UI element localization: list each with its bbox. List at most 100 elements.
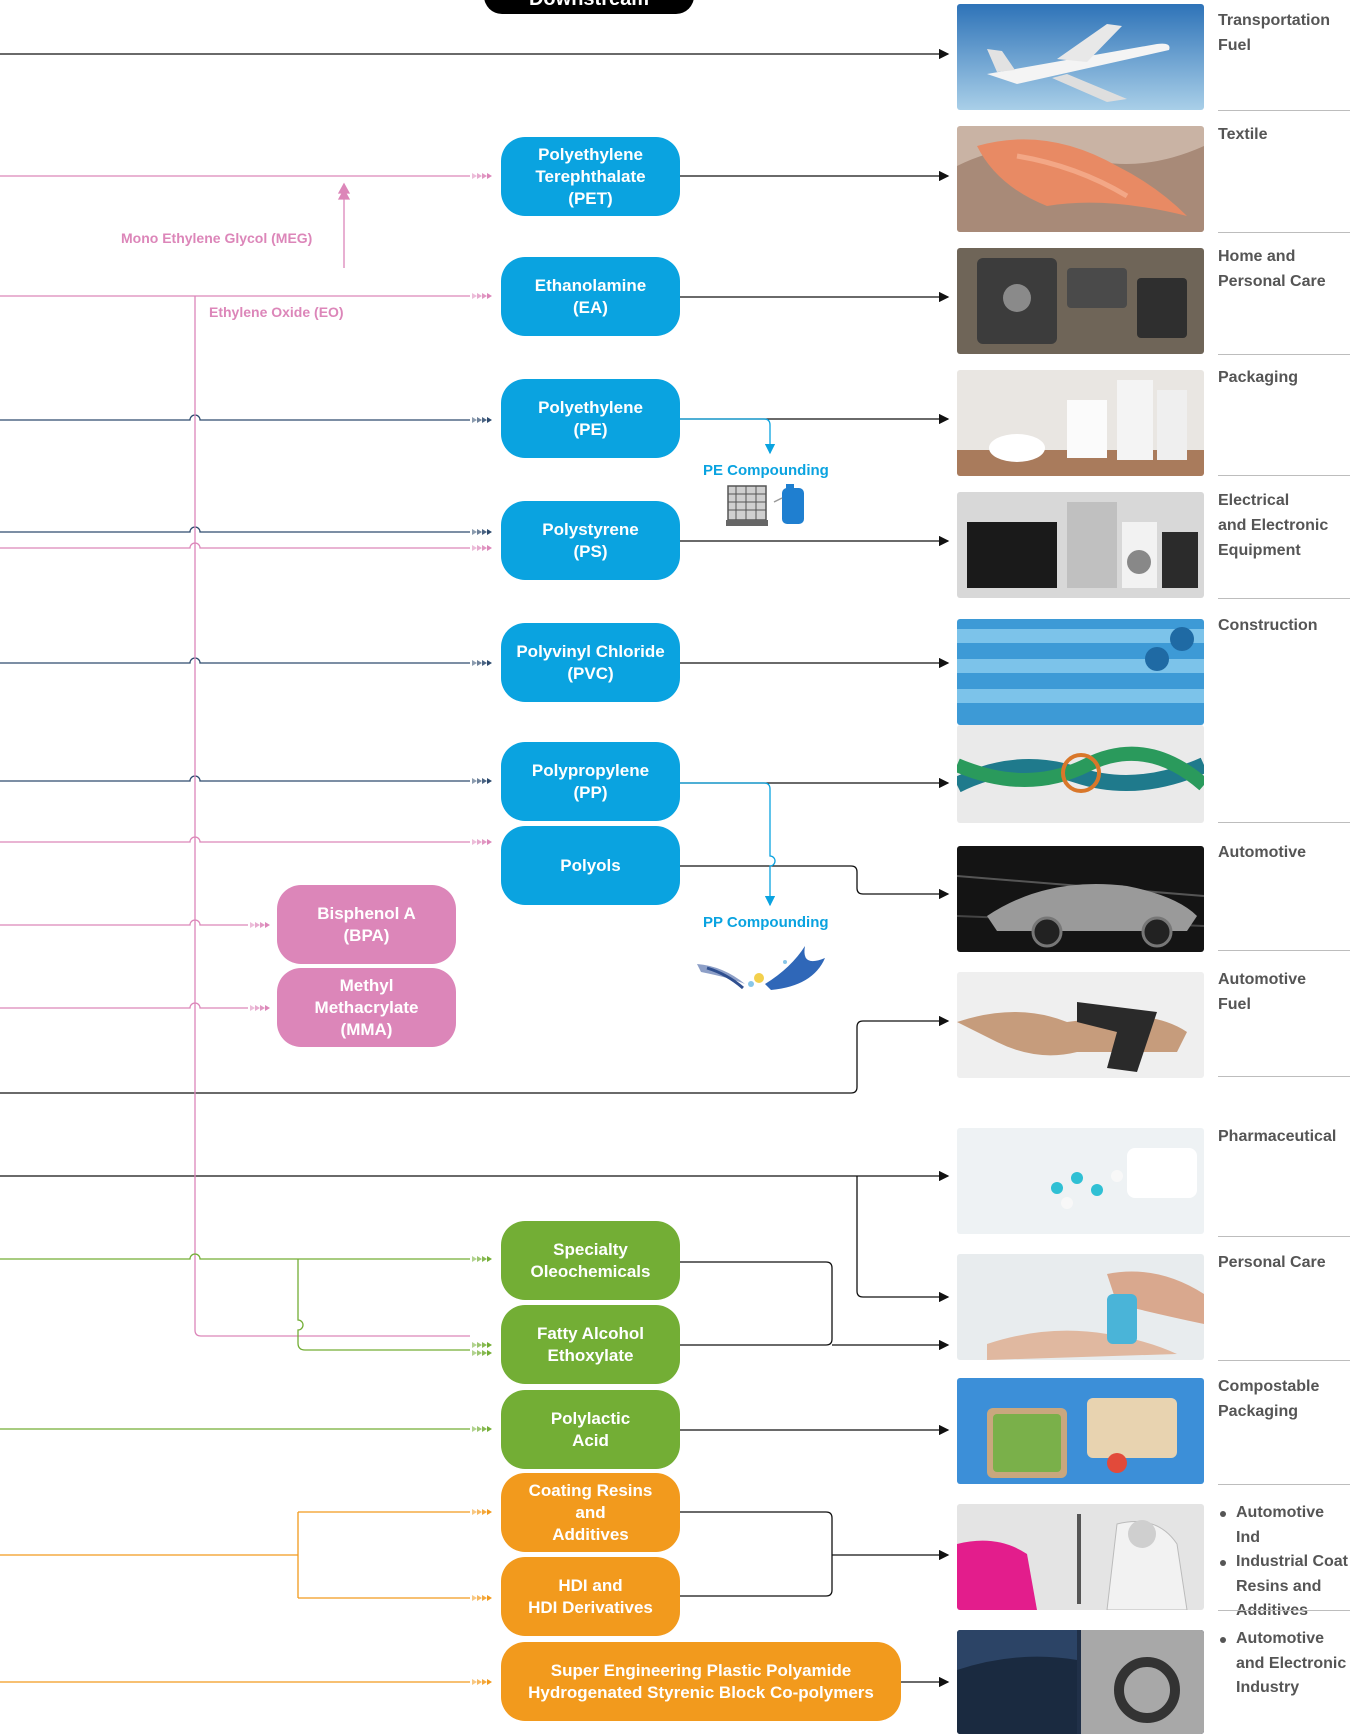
product-ps: Polystyrene (PS) [501, 501, 680, 580]
category-industrial-coatings-line2: Resins and [1236, 1577, 1322, 1595]
chevron-arrow [472, 417, 477, 423]
chevron-arrow [472, 545, 477, 551]
chevron-arrow [265, 1005, 270, 1011]
chevron-arrow [255, 922, 260, 928]
chevron-arrow [472, 293, 477, 299]
chevron-arrow [477, 293, 482, 299]
category-automotive-electronic-line2: and Electronic [1236, 1654, 1347, 1672]
product-hdi: HDI and HDI Derivatives [501, 1557, 680, 1636]
pp-compounding-label: PP Compounding [703, 914, 829, 931]
automotive-photo [957, 846, 1204, 952]
electrical-equipment-photo [957, 492, 1204, 598]
chevron-arrow [487, 173, 492, 179]
chevron-arrow [477, 1350, 482, 1356]
chevron-arrow [482, 173, 487, 179]
category-industrial-coatings-line3: Additives [1236, 1602, 1309, 1619]
category-list-coatings: Automotive Ind Industrial Coat Resins an… [1218, 1501, 1350, 1624]
coating-paint-photo [957, 1504, 1204, 1610]
category-transportation-fuel: Transportation Fuel [1218, 12, 1331, 54]
category-automotive-electronic-line3: Industry [1236, 1679, 1300, 1696]
category-divider [1218, 354, 1350, 355]
chevron-arrow [482, 1595, 487, 1601]
chevron-arrow [482, 1350, 487, 1356]
chevron-arrow [477, 417, 482, 423]
chevron-arrow [482, 545, 487, 551]
chevron-arrow [472, 173, 477, 179]
chevron-arrow [482, 293, 487, 299]
category-divider [1218, 1076, 1350, 1077]
chevron-arrow [482, 417, 487, 423]
product-fae: Fatty Alcohol Ethoxylate [501, 1305, 680, 1384]
output-lines [0, 48, 950, 1688]
chevron-arrow [487, 293, 492, 299]
chevron-arrow [487, 1426, 492, 1432]
packaging-photo [957, 370, 1204, 476]
product-coating-resins: Coating Resins and Additives [501, 1473, 680, 1552]
product-pet: Polyethylene Terephthalate (PET) [501, 137, 680, 216]
product-super-engineering-plastic: Super Engineering Plastic Polyamide Hydr… [501, 1642, 901, 1721]
chevron-arrow [477, 660, 482, 666]
chevron-arrow [487, 1679, 492, 1685]
chevron-arrow [482, 1679, 487, 1685]
pink-feed-lines [0, 175, 470, 1337]
category-list-automotive-electronic: Automotive and Electronic Industry [1218, 1627, 1346, 1701]
chevron-arrow [260, 1005, 265, 1011]
chevron-arrow [477, 1509, 482, 1515]
product-mma: Methyl Methacrylate (MMA) [277, 968, 456, 1047]
chevron-arrow [477, 778, 482, 784]
chevron-arrow [472, 529, 477, 535]
chevron-arrow [487, 839, 492, 845]
category-construction: Construction [1218, 617, 1318, 634]
category-divider [1218, 475, 1350, 476]
product-polyols: Polyols [501, 826, 680, 905]
category-divider [1218, 1610, 1350, 1611]
chevron-arrow [472, 1342, 477, 1348]
rope-photo [957, 725, 1204, 823]
chevron-arrow [477, 545, 482, 551]
orange-feed-lines [0, 1511, 470, 1683]
category-divider [1218, 822, 1350, 823]
chevron-arrow [250, 922, 255, 928]
category-home-personal-care: Home and Personal Care [1218, 248, 1326, 290]
chevron-arrow [477, 1342, 482, 1348]
chevron-arrow [487, 417, 492, 423]
automotive-electronic-photo [957, 1630, 1204, 1734]
product-pla: Polylactic Acid [501, 1390, 680, 1469]
chevron-arrow [487, 1256, 492, 1262]
chevron-arrow [472, 1256, 477, 1262]
chevron-arrow [472, 778, 477, 784]
product-oleochemicals: Specialty Oleochemicals [501, 1221, 680, 1300]
chevron-arrow [477, 1679, 482, 1685]
product-pe: Polyethylene (PE) [501, 379, 680, 458]
chevron-arrow [482, 529, 487, 535]
chevron-arrow [477, 1256, 482, 1262]
category-automotive-industry: Automotive Ind [1218, 1501, 1350, 1550]
chevron-arrow [482, 660, 487, 666]
chevron-arrow [472, 1350, 477, 1356]
chevron-arrow [487, 778, 492, 784]
category-divider [1218, 950, 1350, 951]
chevron-arrow [260, 922, 265, 928]
category-compostable-packaging: Compostable Packaging [1218, 1378, 1320, 1420]
chevron-arrow [487, 1509, 492, 1515]
chevron-arrow [250, 1005, 255, 1011]
personal-care-photo [957, 1254, 1204, 1360]
chevron-arrow [472, 1679, 477, 1685]
chevron-arrow [472, 660, 477, 666]
category-industrial-coatings: Industrial Coat [1218, 1550, 1350, 1575]
construction-pipes-photo [957, 619, 1204, 725]
category-divider [1218, 1484, 1350, 1485]
chevron-arrow [265, 922, 270, 928]
chevron-arrow [477, 839, 482, 845]
chevron-arrow [487, 1350, 492, 1356]
chevron-arrow [482, 1426, 487, 1432]
category-automotive-fuel: Automotive Fuel [1218, 971, 1306, 1013]
category-automotive: Automotive [1218, 844, 1306, 861]
chevron-arrow [487, 529, 492, 535]
category-divider [1218, 110, 1350, 111]
ibc-tank-and-drum-icon [726, 484, 804, 526]
category-packaging: Packaging [1218, 369, 1299, 386]
product-pvc: Polyvinyl Chloride (PVC) [501, 623, 680, 702]
eo-label: Ethylene Oxide (EO) [209, 304, 344, 320]
